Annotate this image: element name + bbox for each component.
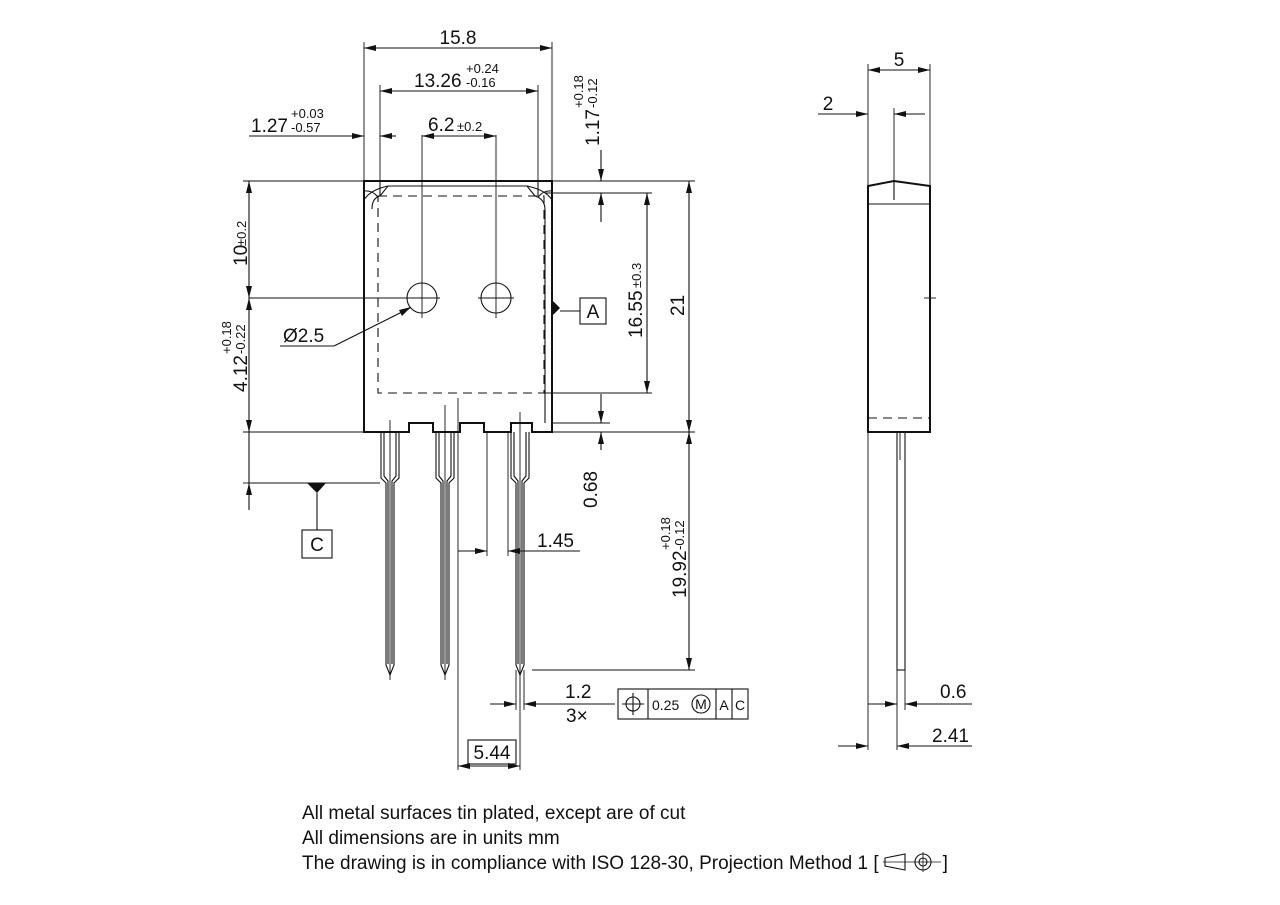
dim-side-0-6: 0.6 — [940, 682, 966, 703]
side-lead — [896, 431, 906, 671]
svg-text:+0.03: +0.03 — [291, 106, 324, 121]
datum-c-label: C — [310, 535, 324, 556]
side-body-outline — [867, 179, 931, 433]
dim-lead-count: 3× — [566, 706, 588, 727]
datum-c-frame — [301, 529, 333, 559]
lead-right — [510, 412, 530, 680]
dim-hole-diameter: Ø2.5 — [283, 326, 324, 347]
svg-text:+0.24: +0.24 — [466, 61, 499, 76]
svg-text:+0.18: +0.18 — [658, 517, 673, 550]
side-view: 5 2 0.6 2.41 — [818, 50, 972, 750]
tolerance-value: 0.25 — [652, 697, 679, 713]
datum-a-frame — [579, 297, 607, 325]
datum-a-label: A — [587, 302, 600, 323]
front-view: A C 15.8 13.26 +0.24 -0.16 1.27 +0.03 -0… — [219, 28, 749, 770]
svg-text:+0.18: +0.18 — [571, 75, 586, 108]
svg-text:+0.18: +0.18 — [219, 321, 234, 354]
first-angle-projection-icon — [882, 852, 941, 872]
dim-gap-0-68: 0.68 — [581, 471, 602, 508]
dim-lead-width-1-45: 1.45 — [537, 531, 574, 552]
drawing-notes: All metal surfaces tin plated, except ar… — [302, 801, 948, 876]
svg-text:-0.16: -0.16 — [466, 75, 496, 90]
svg-text:M: M — [695, 696, 707, 712]
svg-text:±0.3: ±0.3 — [629, 263, 644, 288]
package-chamfer-outline — [371, 185, 546, 423]
svg-text:-0.12: -0.12 — [585, 78, 600, 108]
dim-side-2: 2 — [823, 94, 834, 115]
note-projection: The drawing is in compliance with ISO 12… — [302, 852, 948, 874]
svg-text:C: C — [735, 697, 745, 713]
svg-text:±0.2: ±0.2 — [457, 119, 482, 134]
svg-text:-0.57: -0.57 — [291, 120, 321, 135]
note-tin-plating: All metal surfaces tin plated, except ar… — [302, 803, 686, 824]
dim-offset-1-27: 1.27 — [251, 116, 288, 137]
dim-height-10: 10 — [231, 245, 252, 266]
lead-middle — [435, 405, 455, 680]
dim-width-13-26: 13.26 — [414, 71, 462, 92]
note-units: All dimensions are in units mm — [302, 828, 560, 849]
svg-text:-0.12: -0.12 — [672, 520, 687, 550]
dim-lead-width-1-2: 1.2 — [565, 682, 591, 703]
position-tolerance-frame: 0.25 M A C — [617, 688, 749, 720]
package-body-outline — [363, 180, 553, 433]
svg-text:-0.22: -0.22 — [233, 324, 248, 354]
svg-text:A: A — [719, 697, 729, 713]
dim-height-21: 21 — [668, 295, 689, 316]
dim-side-2-41: 2.41 — [932, 726, 969, 747]
dim-lead-length: 19.92 — [670, 550, 691, 598]
dim-height-4-12: 4.12 — [231, 355, 252, 392]
position-tolerance-icon — [622, 693, 644, 715]
basic-dim-frame — [467, 739, 517, 765]
dim-side-5: 5 — [894, 50, 905, 71]
dim-height-16-55: 16.55 — [626, 290, 647, 338]
dim-lead-pitch: 5.44 — [474, 743, 511, 764]
dim-hole-spacing: 6.2 — [428, 115, 454, 136]
dim-width-15-8: 15.8 — [440, 28, 477, 49]
svg-text:±0.2: ±0.2 — [234, 221, 249, 246]
circle-m-icon — [691, 694, 711, 714]
lead-left — [380, 420, 400, 680]
hidden-tab-area — [377, 195, 545, 394]
dim-top-1-17: 1.17 — [583, 109, 604, 146]
